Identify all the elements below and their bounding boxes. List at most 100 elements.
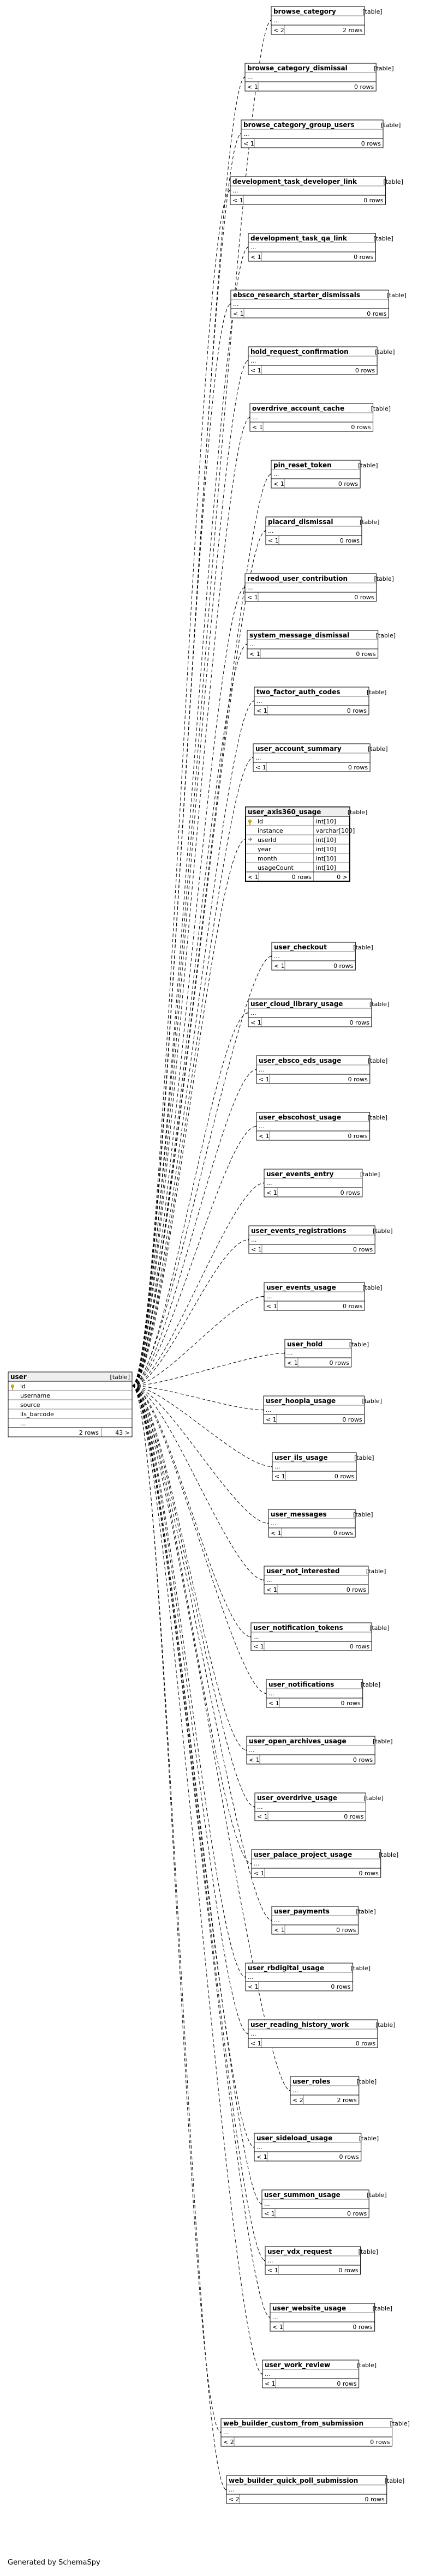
parent-count: < 1 [259,1076,270,1083]
parent-count: < 1 [249,651,260,658]
table-tag: [table] [376,632,396,639]
parent-count: < 2 [223,2439,234,2446]
column-ellipsis: ... [267,2257,273,2264]
foreign-key-edge [132,1386,272,1467]
table-title: user_ils_usage [274,1454,328,1462]
table-tag: [table] [369,1001,389,1008]
row-count: 0 rows [354,254,374,261]
table-tag: [table] [374,575,393,582]
row-count: 2 rows [337,2097,357,2104]
table-tag: [table] [358,462,378,469]
column-ellipsis: ... [273,17,279,24]
table-tag: [table] [371,405,391,412]
table-tag: [table] [357,2078,377,2085]
parent-count: < 2 [229,2496,240,2503]
row-count: 0 rows [343,1303,363,1310]
row-count: 0 rows [354,594,374,601]
generated-by-footer: Generated by SchemaSpy [8,2559,100,2567]
table-tag: [table] [385,2477,404,2484]
row-count: 0 rows [348,1076,368,1083]
table-web-builder-quick-poll-submission: web_builder_quick_poll_submission [table]… [226,2475,404,2504]
key-icon [10,1384,14,1390]
table-title: ebsco_research_starter_dismissals [233,291,360,299]
row-count: 0 rows [292,874,312,881]
parent-count: < 1 [266,1189,277,1196]
column-ellipsis: ... [250,2030,256,2037]
parent-count: < 1 [256,707,267,714]
table-tag: [table] [356,1908,375,1915]
column-type: int[10] [316,836,336,844]
table-title: web_builder_quick_poll_submission [229,2477,358,2485]
table-tag: [table] [353,1511,373,1518]
table-title: user_notification_tokens [253,1624,343,1632]
parent-count: < 1 [274,1927,285,1934]
table-title: pin_reset_token [273,461,332,470]
row-count: 0 rows [335,1473,355,1480]
table-title: user_payments [274,1907,330,1916]
parent-count: < 1 [259,1133,270,1140]
foreign-key-edge [132,1386,252,1864]
row-count: 0 rows [351,424,371,431]
column-ellipsis: ... [292,2087,298,2094]
parent-count: < 1 [254,1870,265,1877]
table-tag: [table] [367,2192,386,2199]
parent-count: < 1 [266,1303,277,1310]
row-count: 0 rows [329,1359,349,1367]
row-count: 0 rows [370,2439,390,2446]
foreign-key-edge [132,1127,256,1386]
table-title: user_vdx_request [267,2248,332,2256]
table-tag: [table] [349,1341,369,1348]
column-type: int[10] [316,855,336,862]
row-count: 0 rows [336,1927,356,1934]
table-tag: [table] [362,1284,382,1291]
foreign-key-edge [132,956,272,1386]
table-tag: [table] [375,2021,395,2029]
column-ellipsis: ... [250,1009,256,1016]
column-type: int[10] [316,864,336,871]
table-tag: [table] [361,1681,380,1688]
table-title: user_rbdigital_usage [248,1964,324,1972]
column-ellipsis: ... [259,1123,265,1130]
table-tag: [table] [348,809,367,816]
column-ellipsis: ... [266,1293,272,1300]
table-tag: [table] [357,2362,377,2369]
column-ellipsis: ... [266,1406,272,1413]
column-ellipsis: ... [229,2486,235,2493]
column-name: usageCount [258,864,294,871]
foreign-key-edge [132,1386,262,2204]
row-count: 2 rows [343,27,363,34]
table-tag: [table] [360,1171,380,1178]
child-count: 0 > [337,874,348,881]
foreign-key-edge [132,1386,226,2490]
column-name: instance [258,827,283,834]
column-name: ... [20,1420,26,1427]
column-name: id [258,818,263,825]
table-title: user_account_summary [255,745,342,753]
column-ellipsis: ... [248,1973,254,1981]
table-tag: [table] [367,689,386,696]
table-tag: [table] [373,235,393,242]
column-ellipsis: ... [268,1690,274,1697]
row-count: 0 rows [361,140,381,147]
table-title: user_events_usage [266,1284,336,1292]
foreign-key-edge [132,1386,255,1807]
foreign-key-edge [132,1386,266,1694]
column-ellipsis: ... [232,187,238,194]
table-tag: [table] [360,519,379,526]
foreign-key-edge [132,1386,246,1977]
row-count: 0 rows [354,83,374,91]
row-count: 0 rows [333,962,354,970]
foreign-key-edge [132,77,245,1386]
column-ellipsis: ... [254,1860,260,1867]
